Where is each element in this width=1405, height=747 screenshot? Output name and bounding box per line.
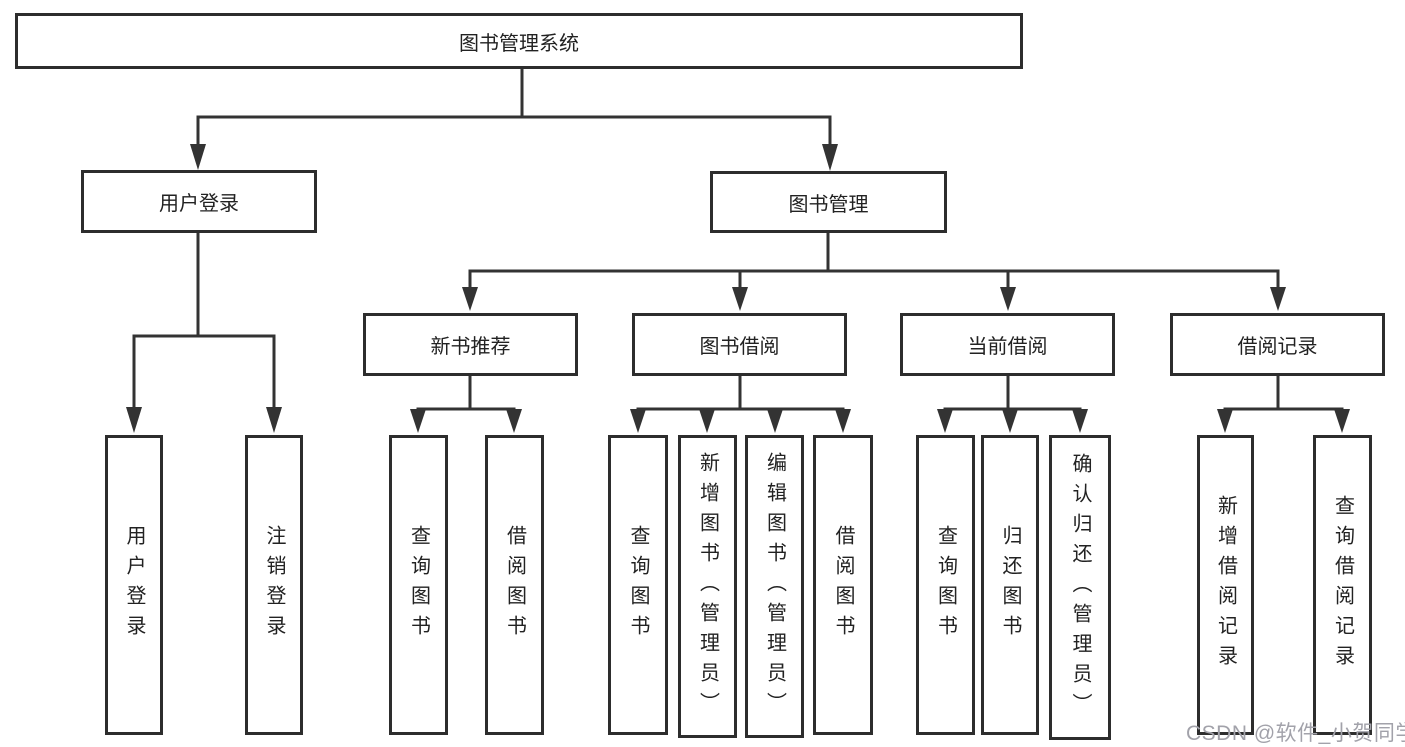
leaf-query-borrow-record: 查询借阅记录 bbox=[1313, 435, 1372, 735]
leaf-edit-books-admin: 编辑图书（管理员） bbox=[745, 435, 804, 738]
node-new-book-recommendation: 新书推荐 bbox=[363, 313, 578, 376]
node-book-borrowing: 图书借阅 bbox=[632, 313, 847, 376]
leaf-query-books-current: 查询图书 bbox=[916, 435, 975, 735]
leaf-add-borrow-record: 新增借阅记录 bbox=[1197, 435, 1254, 735]
leaf-return-books: 归还图书 bbox=[981, 435, 1039, 735]
csdn-watermark: CSDN @软件_小贺同学 bbox=[1186, 722, 1405, 745]
leaf-confirm-return-admin: 确认归还（管理员） bbox=[1049, 435, 1111, 740]
node-book-management: 图书管理 bbox=[710, 171, 947, 233]
node-current-borrowing: 当前借阅 bbox=[900, 313, 1115, 376]
leaf-add-books-admin: 新增图书（管理员） bbox=[678, 435, 737, 738]
leaf-query-books-borrowing: 查询图书 bbox=[608, 435, 668, 735]
leaf-user-login: 用户登录 bbox=[105, 435, 163, 735]
leaf-query-books-recommend: 查询图书 bbox=[389, 435, 448, 735]
node-user-login: 用户登录 bbox=[81, 170, 317, 233]
node-library-management-system: 图书管理系统 bbox=[15, 13, 1023, 69]
leaf-borrow-books-borrowing: 借阅图书 bbox=[813, 435, 873, 735]
leaf-borrow-books-recommend: 借阅图书 bbox=[485, 435, 544, 735]
node-borrowing-records: 借阅记录 bbox=[1170, 313, 1385, 376]
leaf-logout: 注销登录 bbox=[245, 435, 303, 735]
